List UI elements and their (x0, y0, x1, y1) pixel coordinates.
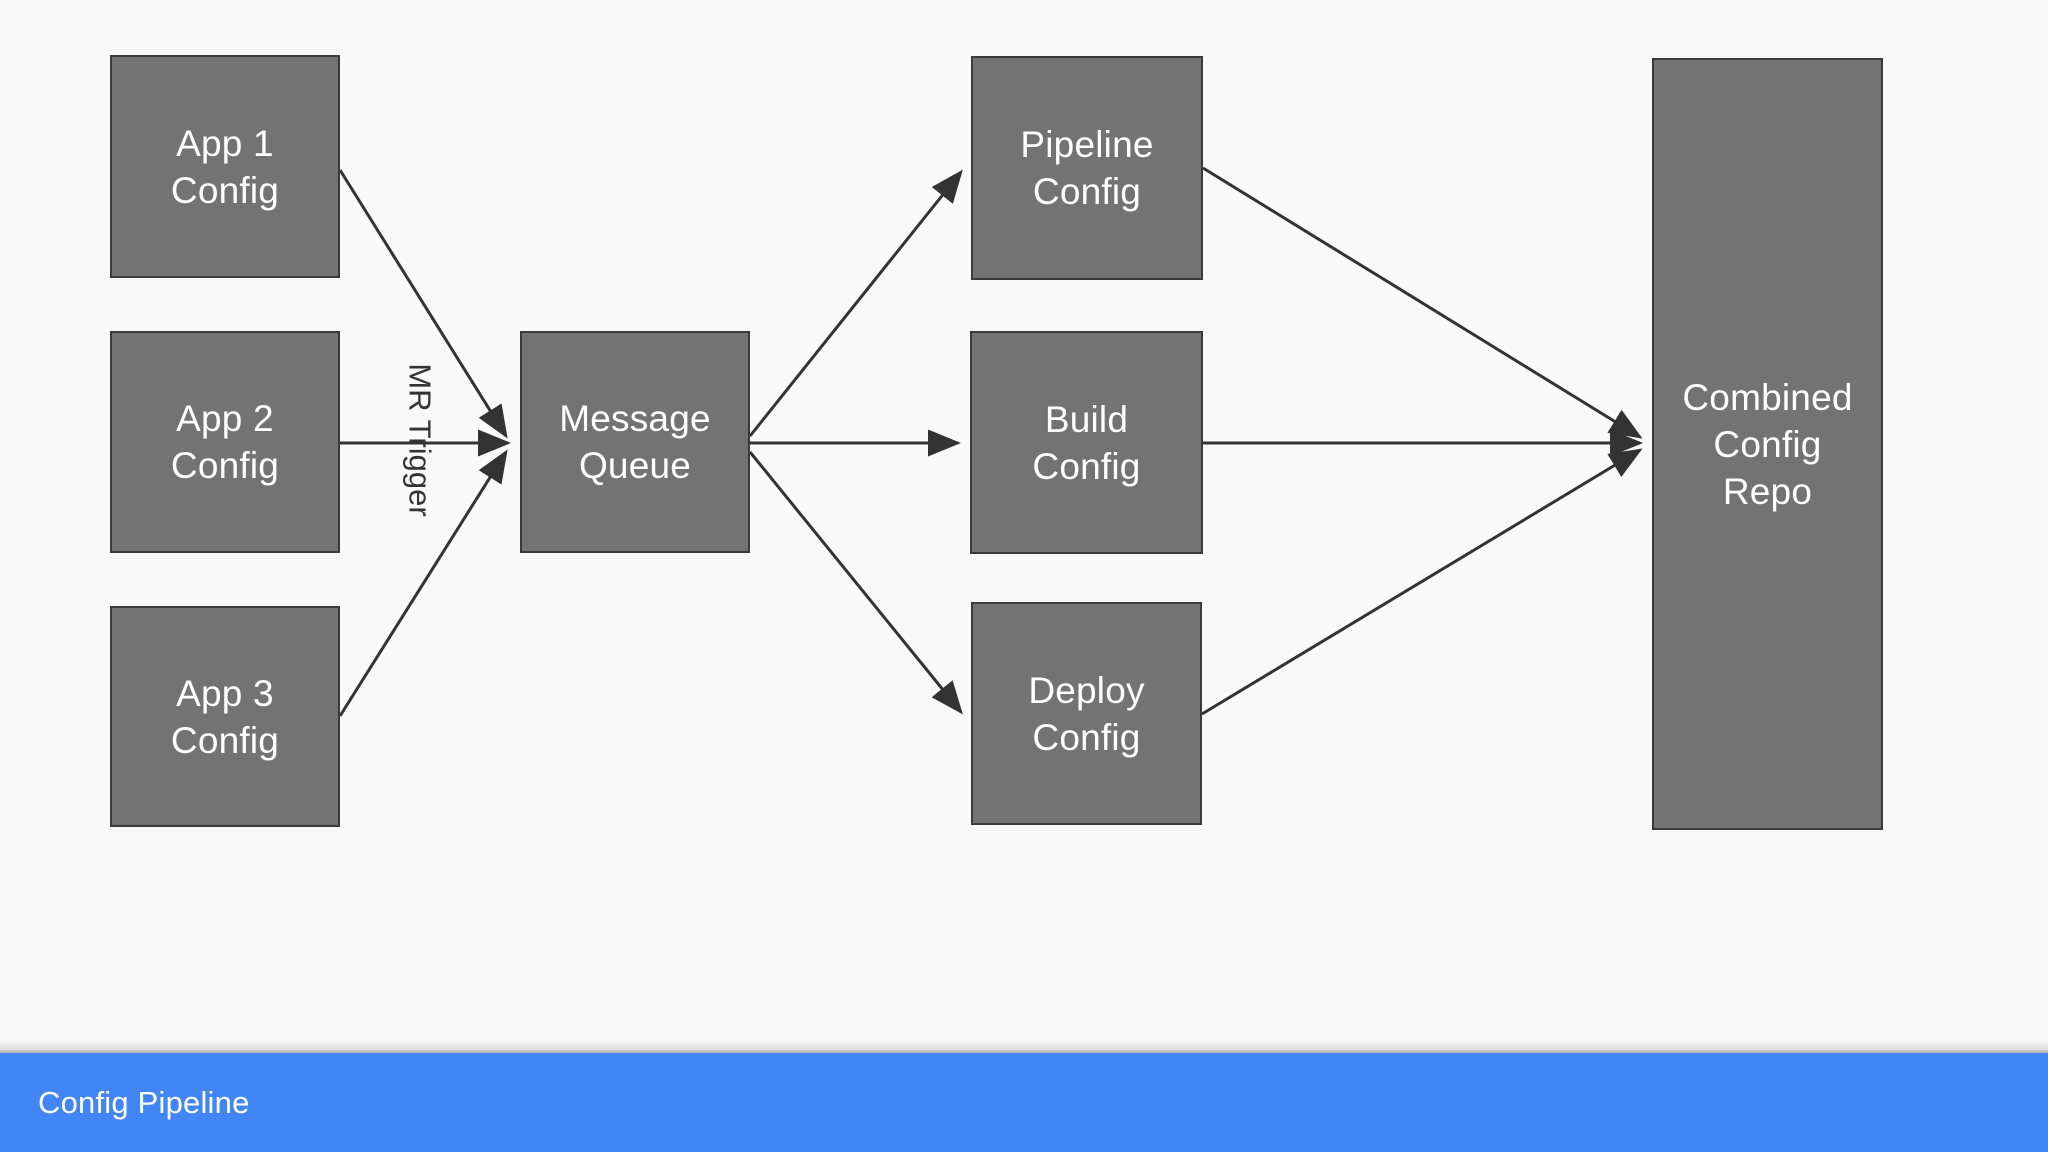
node-label: Combined Config Repo (1682, 376, 1853, 512)
node-combined-config-repo[interactable]: Combined Config Repo (1652, 58, 1883, 830)
node-app-1-config[interactable]: App 1 Config (110, 55, 340, 278)
node-label: Pipeline Config (1020, 124, 1154, 212)
edge-app3-to-queue (338, 449, 508, 717)
footer-title: Config Pipeline (38, 1084, 250, 1120)
node-label: App 1 Config (170, 122, 280, 211)
diagram-drawing-area[interactable]: App 1 Config App 2 Config App 3 Config M… (0, 0, 2048, 1053)
node-message-queue[interactable]: Message Queue (520, 331, 750, 553)
node-label: App 2 Config (170, 398, 280, 486)
node-label: Message Queue (559, 398, 711, 486)
edge-queue-to-pipeline (748, 169, 963, 437)
node-build-config[interactable]: Build Config (970, 331, 1203, 554)
node-label: App 3 Config (170, 672, 280, 761)
edge-queue-to-deploy (748, 451, 963, 715)
edge-pipeline-to-combined (1202, 166, 1643, 439)
node-label: Deploy Config (1028, 669, 1145, 758)
footer-bar[interactable]: Config Pipeline (0, 1053, 2048, 1152)
node-app-3-config[interactable]: App 3 Config (110, 606, 340, 827)
node-deploy-config[interactable]: Deploy Config (971, 602, 1202, 825)
node-app-2-config[interactable]: App 2 Config (110, 331, 340, 553)
edge-label-mr-trigger: MR Trigger (402, 363, 438, 517)
edge-label-text: MR Trigger (402, 363, 438, 517)
edge-app1-to-queue (338, 169, 508, 439)
node-pipeline-config[interactable]: Pipeline Config (971, 56, 1203, 280)
edge-deploy-to-combined (1201, 448, 1643, 716)
node-label: Build Config (1032, 398, 1141, 487)
edge-layer (338, 166, 1643, 717)
